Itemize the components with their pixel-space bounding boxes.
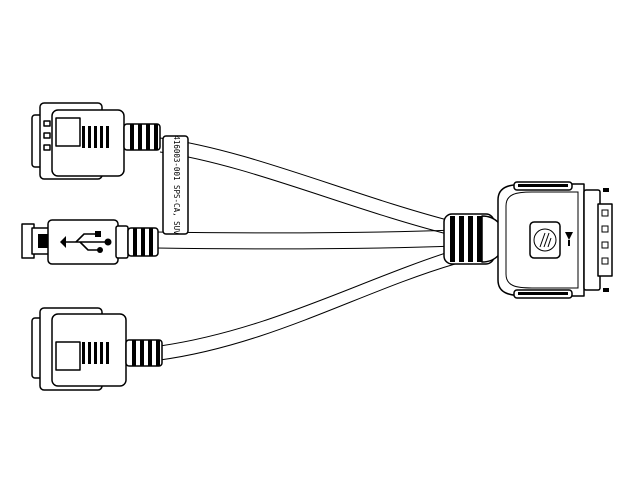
rating-mark-icon <box>565 232 573 246</box>
bottom-connector-grip-ribs <box>82 342 109 364</box>
cable-to-bottom-connector <box>159 249 456 361</box>
main-dock-connector <box>443 181 613 299</box>
usb-trident-icon <box>60 231 112 253</box>
top-serial-connector <box>31 102 161 180</box>
bottom-strain-relief-ribs <box>132 340 160 366</box>
usb-strain-relief-ribs <box>133 228 153 256</box>
cable-to-top-connector <box>159 137 456 237</box>
top-connector-pins <box>43 120 51 151</box>
top-connector-grip-ribs <box>82 126 109 148</box>
main-strain-relief-ribs <box>450 216 482 262</box>
part-label-tag: 416003-001 SPS-CA, SUV <box>162 135 189 235</box>
bottom-video-connector <box>31 307 163 391</box>
top-strain-relief-ribs <box>130 124 158 150</box>
hp-logo-icon <box>529 221 561 259</box>
part-number-text: 416003-001 SPS-CA, SUV <box>172 135 181 235</box>
plug-contacts <box>601 209 609 265</box>
cable-to-usb-connector <box>155 229 456 250</box>
usb-connector <box>21 219 159 265</box>
